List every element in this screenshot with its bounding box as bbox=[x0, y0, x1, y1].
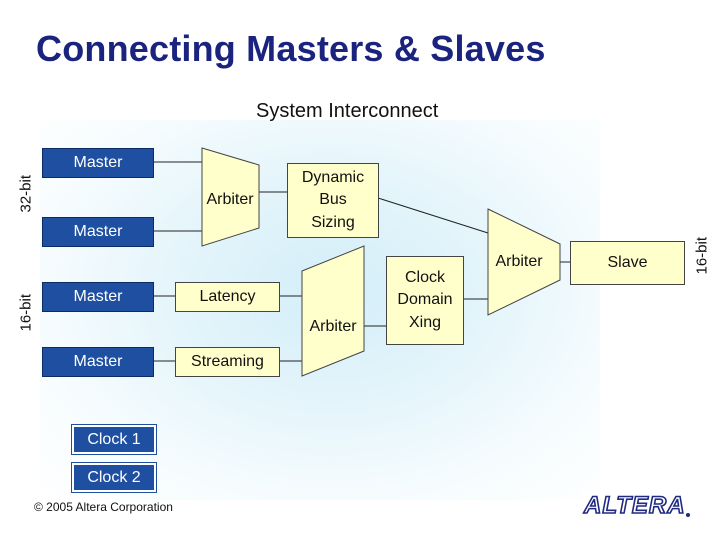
dynamic-line-1: Dynamic bbox=[301, 168, 365, 186]
clock-2-legend: Clock 2 bbox=[71, 462, 157, 493]
streaming-box: Streaming bbox=[175, 347, 280, 377]
latency-box: Latency bbox=[175, 282, 280, 312]
diagram-subtitle: System Interconnect bbox=[256, 100, 439, 122]
master-2-label: Master bbox=[73, 222, 123, 240]
master-1: Master bbox=[42, 148, 154, 178]
arbiter-shape-2 bbox=[301, 245, 365, 377]
arbiter-1-label: Arbiter bbox=[206, 190, 254, 208]
copyright-text: © 2005 Altera Corporation bbox=[34, 500, 173, 514]
master-1-label: Master bbox=[73, 153, 123, 171]
master-3: Master bbox=[42, 282, 154, 312]
clock-line-1: Clock bbox=[404, 268, 445, 286]
slave-box: Slave bbox=[570, 241, 685, 285]
arbiter-shape-1 bbox=[201, 147, 260, 247]
arbiter-shape-3 bbox=[487, 208, 561, 316]
page-title: Connecting Masters & Slaves bbox=[36, 28, 546, 69]
clock-line-3: Xing bbox=[408, 313, 442, 331]
width-label-16bit-left: 16-bit bbox=[17, 293, 35, 332]
latency-label: Latency bbox=[199, 287, 256, 305]
arbiter-2-label: Arbiter bbox=[309, 317, 357, 335]
master-4-label: Master bbox=[73, 352, 123, 370]
slave-label: Slave bbox=[607, 253, 648, 271]
width-label-16bit-right: 16-bit bbox=[693, 236, 711, 275]
connector-dynamic-arbiter3 bbox=[377, 197, 489, 234]
width-label-32bit: 32-bit bbox=[17, 174, 35, 213]
arbiter-3-label: Arbiter bbox=[495, 252, 543, 270]
dynamic-line-3: Sizing bbox=[311, 213, 355, 231]
dynamic-line-2: Bus bbox=[319, 191, 347, 209]
master-3-label: Master bbox=[73, 287, 123, 305]
master-2: Master bbox=[42, 217, 154, 247]
streaming-label: Streaming bbox=[191, 352, 264, 370]
clock-domain-crossing-box: Clock Domain Xing bbox=[386, 256, 464, 345]
altera-logo: ALTERA bbox=[582, 490, 690, 520]
clock-1-label: Clock 1 bbox=[87, 430, 141, 448]
clock-line-2: Domain bbox=[397, 291, 453, 309]
master-4: Master bbox=[42, 347, 154, 377]
clock-2-label: Clock 2 bbox=[87, 468, 141, 486]
svg-text:ALTERA: ALTERA bbox=[583, 492, 686, 519]
clock-1-legend: Clock 1 bbox=[71, 424, 157, 455]
dynamic-bus-sizing-box: Dynamic Bus Sizing bbox=[287, 163, 379, 238]
